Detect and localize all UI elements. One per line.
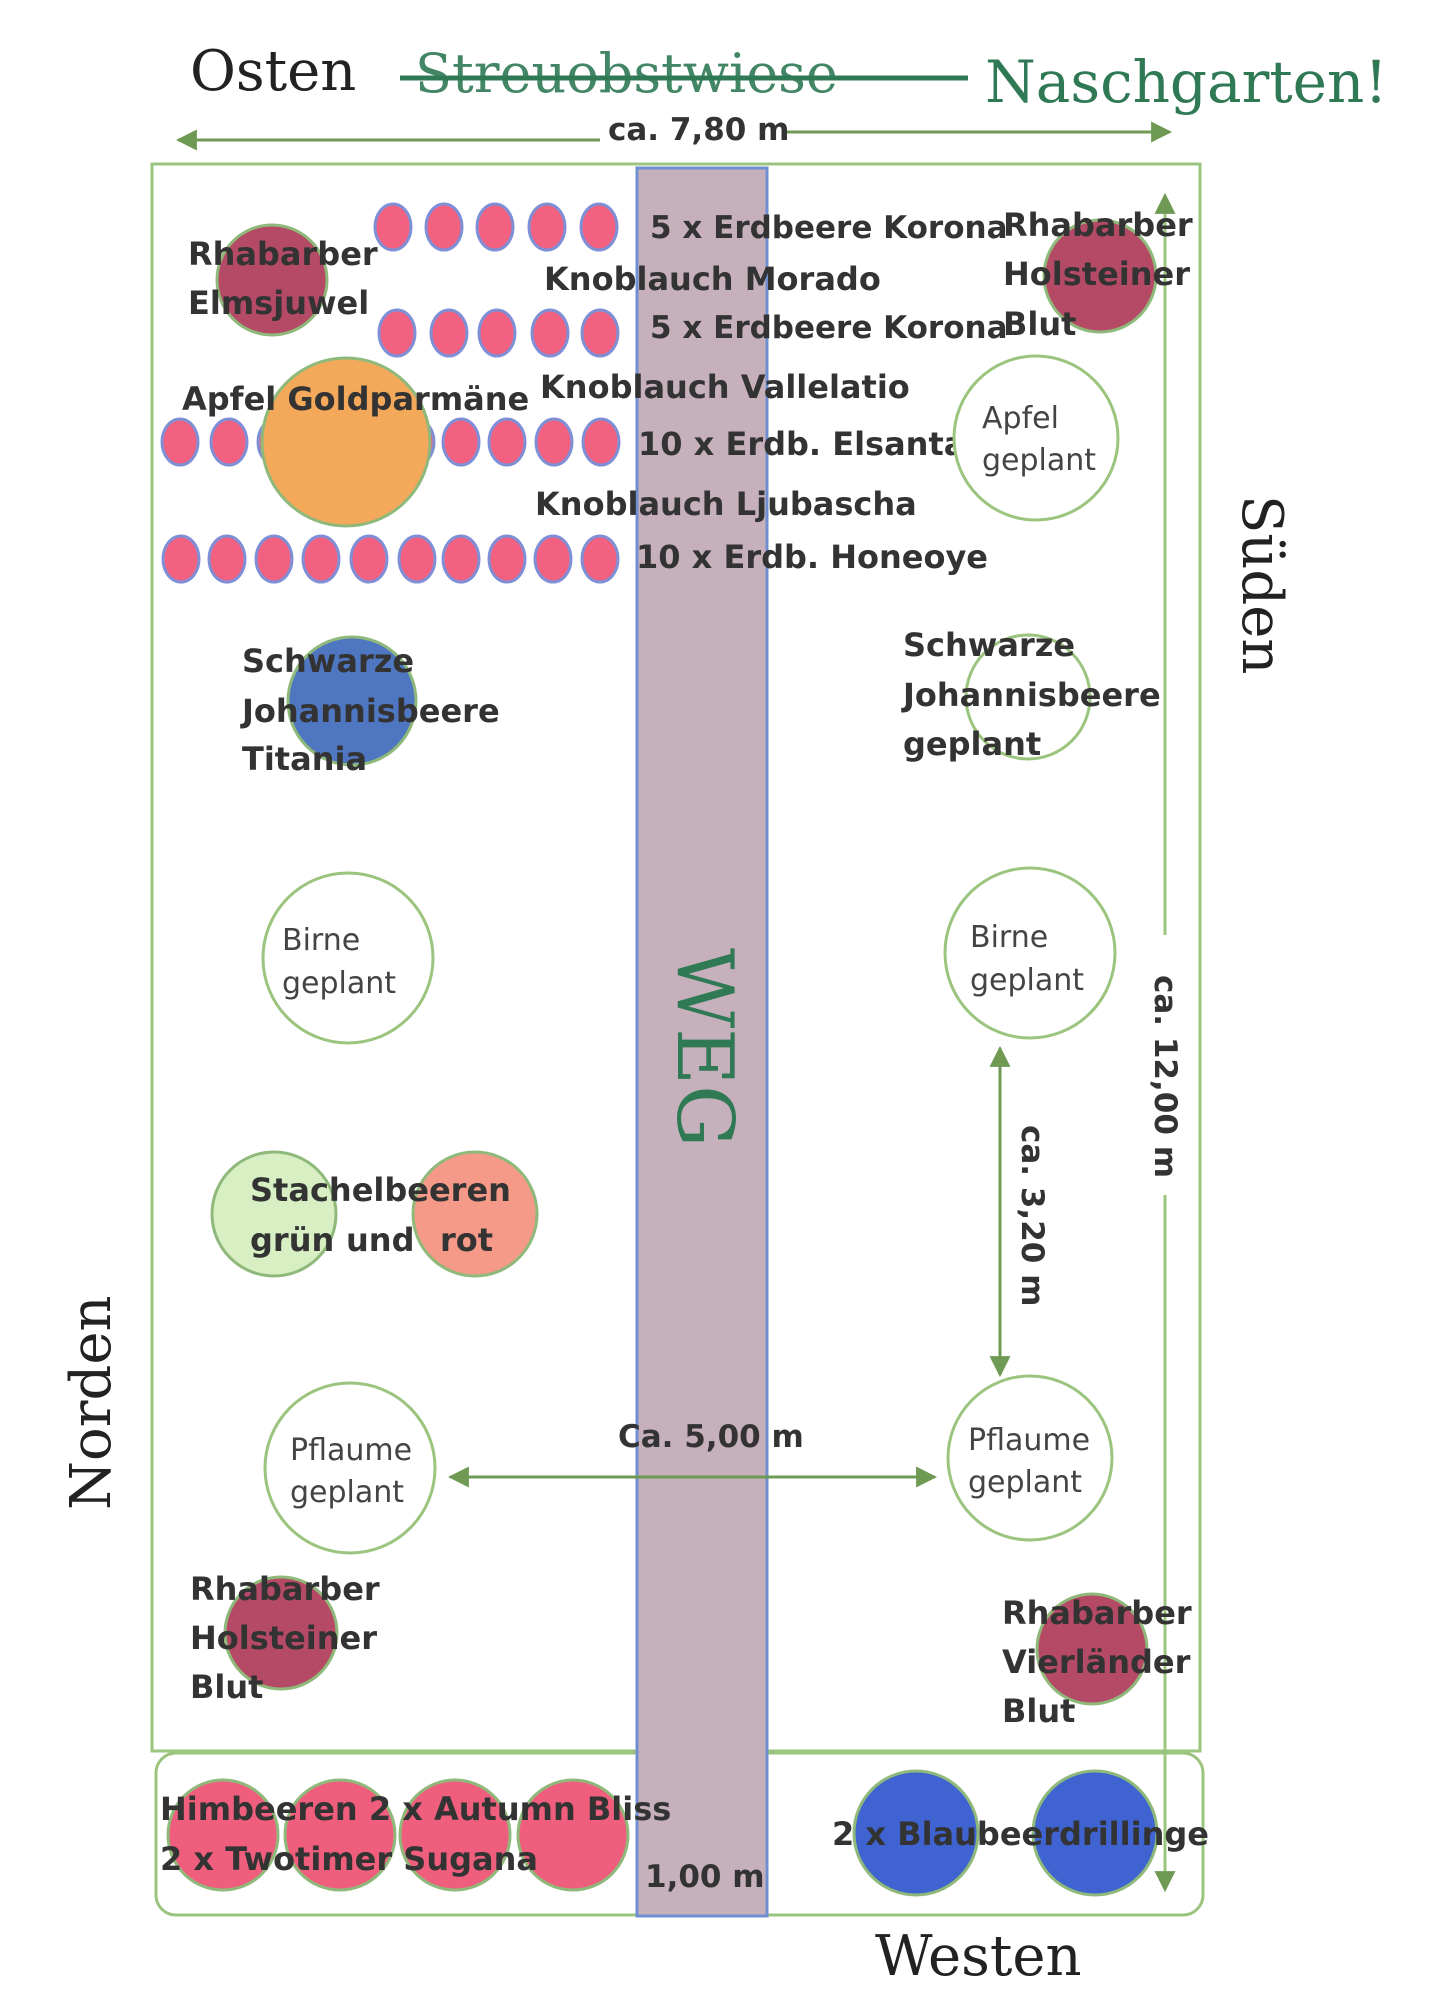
himbeeren-label: Himbeeren 2 x Autumn Bliss 2 x Twotimer … [160,1790,682,1878]
strawberry-row2-label: 5 x Erdbeere Korona [650,310,1008,346]
strawberry-plant-r1-4 [527,202,567,252]
strawberry-plant-r3-8 [487,417,527,467]
label-osten: Osten [190,39,356,104]
stachelbeere-rot-circle [411,1150,539,1278]
row-spacing-label: Ca. 5,00 m [618,1419,804,1455]
strawberry-plant-r4-2 [207,534,247,584]
birne-left-label: Birne geplant [282,923,396,1001]
label-streuobstwiese-struck: Streuobstwiese [415,42,838,105]
strawberry-plant-r2-1 [377,308,417,358]
strawberry-plant-r1-5 [579,202,619,252]
stachelbeeren-title: Stachelbeeren [250,1171,511,1209]
rhabarber-holsteiner-top-label: Rhabarber Holsteiner Blut [1003,206,1204,343]
path-width-label: 1,00 m [645,1859,765,1895]
pflaume-left-circle [263,1381,437,1555]
birne-right-circle [943,866,1117,1040]
stachelbeeren-rot: rot [440,1221,493,1259]
strawberry-plant-r1-3 [475,202,515,252]
apfel-geplant-label: Apfel geplant [982,401,1096,478]
birne-right-label: Birne geplant [970,920,1084,998]
apfel-goldparmaene-circle [260,356,432,528]
strawberry-plant-r4-3 [254,534,294,584]
label-sueden: Süden [1229,495,1294,674]
strawberry-plant-r2-3 [477,308,517,358]
strawberry-plant-r3-9 [534,417,574,467]
strawberry-plant-r4-7 [441,534,481,584]
rhabarber-holsteiner-bottom-label: Rhabarber Holsteiner Blut [190,1570,391,1706]
rhabarber-elmsjuwel-circle [215,223,329,337]
johannisbeere-titania-label: Schwarze Johannisbeere Titania [240,642,511,778]
johannisbeere-geplant-circle [964,633,1092,761]
stachelbeere-gruen-circle [210,1150,338,1278]
strawberry-plant-r4-8 [487,534,527,584]
himbeere-circle-2 [283,1778,397,1892]
apfel-geplant-circle [952,354,1120,522]
strawberry-plant-r4-4 [301,534,341,584]
himbeere-circle-3 [398,1778,512,1892]
rhabarber-elmsjuwel-label: Rhabarber Elmsjuwel [188,235,389,322]
strawberry-plant-r4-10 [580,534,620,584]
label-westen: Westen [875,1924,1082,1989]
label-norden: Norden [59,1295,124,1510]
strawberry-plant-r2-4 [530,308,570,358]
strawberry-plant-r4-6 [397,534,437,584]
rhabarber-vierlaender-label: Rhabarber Vierländer Blut [1002,1594,1203,1730]
width-label: ca. 7,80 m [608,112,789,148]
strawberry-rows [160,202,621,584]
blaubeere-circle-1 [852,1769,980,1897]
garlic-vallelatio-label: Knoblauch Vallelatio [540,368,910,406]
pflaume-right-circle [946,1374,1114,1542]
strawberry-plant-r3-1 [160,417,200,467]
himbeere-circle-4 [516,1778,630,1892]
strawberry-row3-label: 10 x Erdb. Elsanta [638,425,965,463]
length-label: ca. 12,00 m [1147,975,1183,1178]
rhabarber-vierlaender-circle [1035,1592,1149,1706]
himbeere-circle-1 [166,1778,280,1892]
pflaume-right-label: Pflaume geplant [968,1423,1100,1500]
strawberry-row4-label: 10 x Erdb. Honeoye [636,538,988,576]
path-weg [635,166,769,1918]
strawberry-plant-r4-9 [533,534,573,584]
johannisbeere-titania-circle [286,635,418,767]
strawberry-plant-r2-5 [580,308,620,358]
johannisbeere-geplant-label: Schwarze Johannisbeere geplant [901,626,1172,763]
rhabarber-holsteiner-bottom-circle [223,1575,339,1691]
blaubeeren-label: 2 x Blaubeerdrillinge [832,1815,1209,1853]
tree-spacing-label: ca. 3,20 m [1014,1125,1050,1306]
birne-left-circle [261,871,435,1045]
strawberry-plant-r4-1 [161,534,201,584]
strawberry-plant-r1-1 [373,202,413,252]
path-label: WEG [659,948,749,1147]
strawberry-plant-r3-2 [209,417,249,467]
stachelbeeren-und: und [346,1221,414,1259]
strawberry-plant-r4-5 [349,534,389,584]
strawberry-row1-label: 5 x Erdbeere Korona [650,210,1008,246]
apfel-goldparmaene-label: Apfel Goldparmäne [182,380,529,418]
garlic-ljubascha-label: Knoblauch Ljubascha [535,485,917,523]
strawberry-plant-r3-7 [441,417,481,467]
rhabarber-holsteiner-top-circle [1042,218,1158,334]
strawberry-plant-r2-2 [429,308,469,358]
blaubeere-circle-2 [1031,1769,1159,1897]
pflaume-left-label: Pflaume geplant [290,1433,422,1510]
stachelbeeren-gruen: grün [250,1221,334,1259]
strawberry-plant-r1-2 [424,202,464,252]
garlic-morado-label: Knoblauch Morado [544,260,881,298]
strawberry-plant-r3-10 [581,417,621,467]
label-naschgarten: Naschgarten! [985,48,1388,116]
